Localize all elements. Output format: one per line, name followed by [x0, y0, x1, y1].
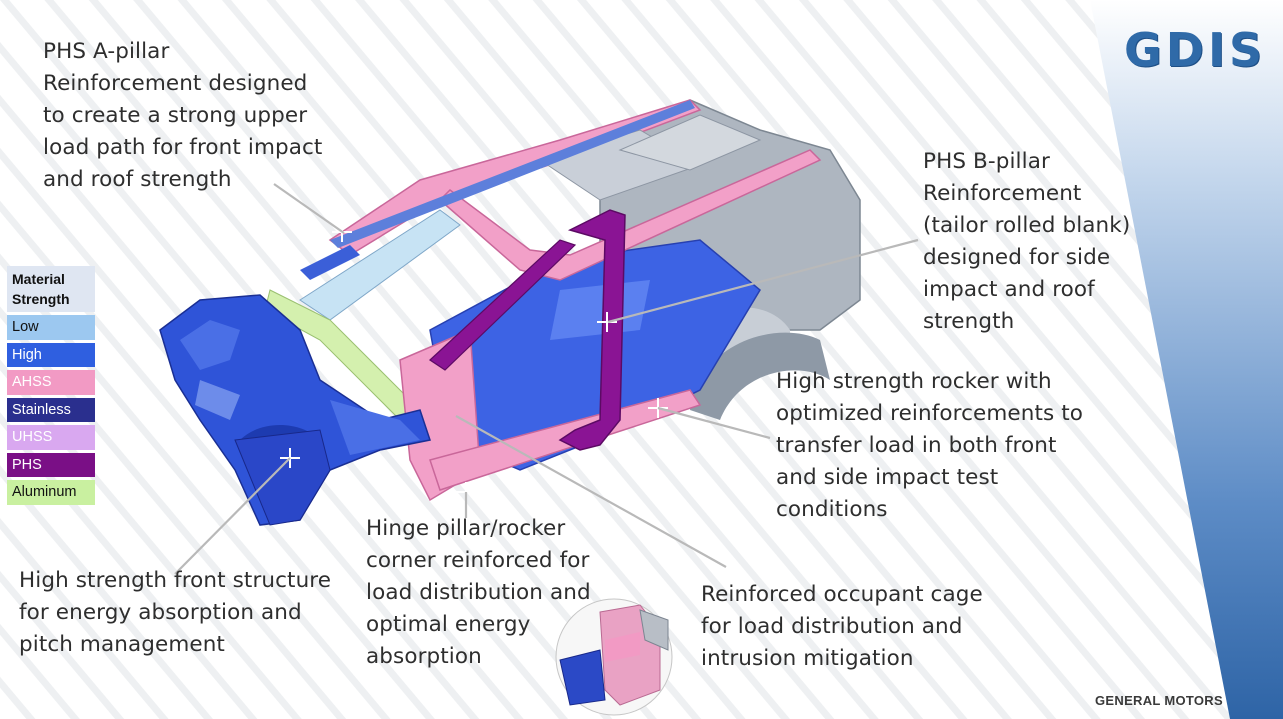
legend-item-ahss: AHSS [7, 370, 95, 395]
legend-item-low: Low [7, 315, 95, 340]
gdis-logo: GDIS [1124, 23, 1267, 77]
callout-occupant-cage: Reinforced occupant cage for load distri… [701, 582, 983, 671]
legend-item-stainless: Stainless [7, 397, 95, 422]
legend-item-aluminum: Aluminum [7, 480, 95, 505]
hinge-pillar-detail-inset [555, 598, 673, 716]
legend-item-phs: PHS [7, 452, 95, 477]
legend-item-uhss: UHSS [7, 425, 95, 450]
callout-front-structure: High strength front structure for energy… [19, 568, 332, 657]
callout-phs-b-pillar: PHS B-pillar Reinforcement (tailor rolle… [923, 149, 1131, 334]
legend-item-high: High [7, 342, 95, 367]
material-strength-legend: Material Strength Low High AHSS Stainles… [7, 266, 95, 508]
callout-high-strength-rocker: High strength rocker with optimized rein… [776, 369, 1083, 522]
callout-hinge-pillar: Hinge pillar/rocker corner reinforced fo… [366, 516, 591, 669]
callout-phs-a-pillar: PHS A-pillar Reinforcement designed to c… [43, 39, 323, 192]
general-motors-wordmark: GENERAL MOTORS [1095, 693, 1223, 708]
legend-title: Material Strength [7, 266, 95, 312]
